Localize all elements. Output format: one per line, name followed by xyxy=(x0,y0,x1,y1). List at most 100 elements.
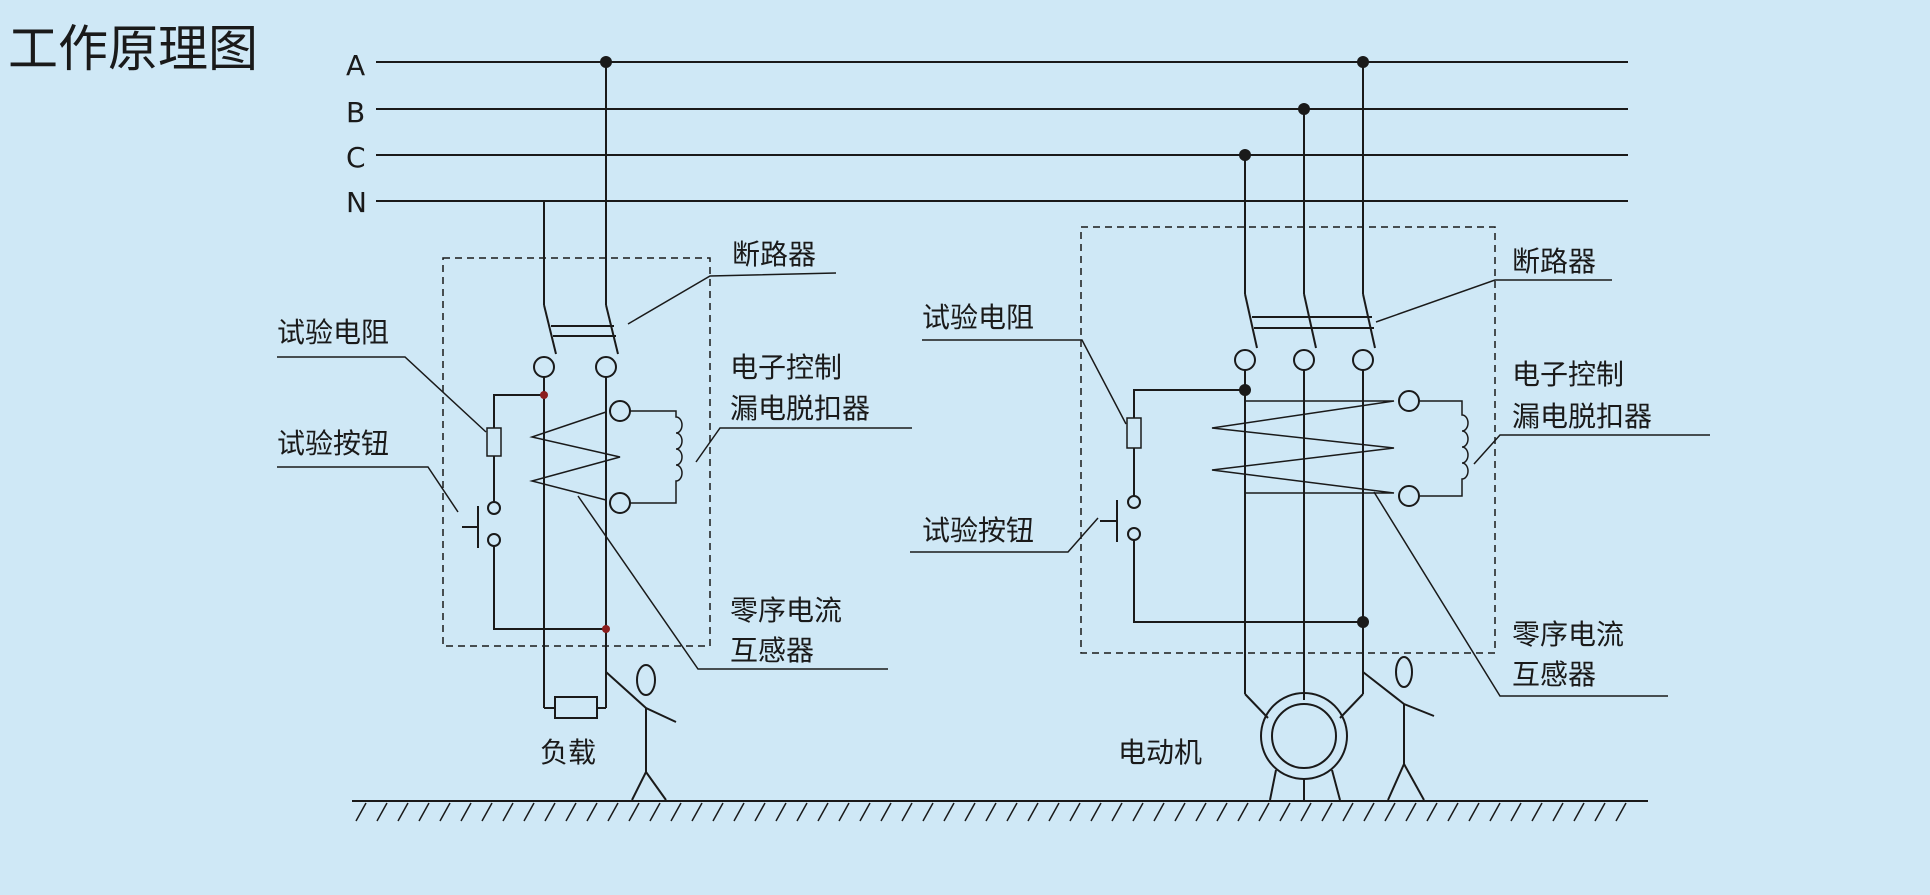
left-person-figure xyxy=(605,664,677,801)
ground-hatch-mark xyxy=(1510,802,1522,822)
ground-hatch-mark xyxy=(418,802,430,822)
bus-lines xyxy=(376,61,1628,202)
right-terminal-b xyxy=(1293,349,1315,371)
right-junction-b xyxy=(1298,103,1310,115)
right-motor-lead-c xyxy=(1244,693,1269,719)
left-circuit: 断路器 试验电阻 试验按钮 电子控制 漏电脱扣器 零序电流 互感器 负载 xyxy=(277,56,912,801)
ground-hatch-mark xyxy=(943,802,955,822)
ground-hatch-mark xyxy=(1552,802,1564,822)
left-test-wire-bottom xyxy=(493,546,606,630)
ground-hatch-mark xyxy=(712,802,724,822)
left-button-contact-bottom xyxy=(487,533,501,547)
ground-line xyxy=(352,800,1648,822)
left-ct-winding xyxy=(529,411,621,501)
left-label-ct-1: 零序电流 xyxy=(730,594,842,627)
left-label-trip-unit-2: 漏电脱扣器 xyxy=(730,392,870,425)
right-motor-foot-right xyxy=(1331,769,1341,801)
left-ct-terminal-bottom xyxy=(609,492,631,514)
left-label-load: 负载 xyxy=(540,736,596,769)
ground-hatch-mark xyxy=(1048,802,1060,822)
ground-hatch-mark xyxy=(523,802,535,822)
left-trip-coil xyxy=(630,410,683,504)
ground-hatch-mark xyxy=(376,802,388,822)
right-label-trip-unit-1: 电子控制 xyxy=(1512,358,1624,391)
left-label-breaker: 断路器 xyxy=(732,238,816,271)
right-circuit: 断路器 试验电阻 试验按钮 电子控制 漏电脱扣器 零序电流 互感器 电动机 xyxy=(910,56,1710,801)
left-leader-test-resistor xyxy=(277,356,487,433)
ground-hatch-mark xyxy=(880,802,892,822)
ground-hatch-mark xyxy=(1195,802,1207,822)
left-test-wire-top xyxy=(493,394,544,428)
right-label-ct-1: 零序电流 xyxy=(1512,618,1624,651)
ground-hatch-mark xyxy=(1069,802,1081,822)
right-leader-test-button xyxy=(910,517,1099,553)
right-enclosure xyxy=(1080,226,1496,654)
right-ct-terminal-bottom xyxy=(1398,485,1420,507)
right-junction-a xyxy=(1357,56,1369,68)
right-label-motor: 电动机 xyxy=(1118,736,1202,769)
right-leader-ct xyxy=(1373,491,1668,697)
right-terminal-a xyxy=(1352,349,1374,371)
left-leader-breaker xyxy=(627,272,837,325)
right-trip-coil xyxy=(1419,400,1469,497)
ground-hatch-mark xyxy=(628,802,640,822)
ground-hatch-mark xyxy=(1531,802,1543,822)
ground-hatch-mark xyxy=(1342,802,1354,822)
right-ct-terminal-top xyxy=(1398,390,1420,412)
left-ct-terminal-top xyxy=(609,400,631,422)
right-label-ct-2: 互感器 xyxy=(1512,658,1596,691)
ground-hatch-mark xyxy=(1132,802,1144,822)
ground-hatch-mark xyxy=(1615,802,1627,822)
ground-hatch-mark xyxy=(355,802,367,822)
ground-hatch-mark xyxy=(1174,802,1186,822)
right-breaker-contact-a xyxy=(1362,293,1376,349)
right-motor-lead-a xyxy=(1339,693,1364,719)
ground-hatch-mark xyxy=(691,802,703,822)
right-test-resistor xyxy=(1126,417,1142,449)
left-test-resistor xyxy=(486,427,502,457)
ground-hatch-mark xyxy=(838,802,850,822)
left-label-test-resistor: 试验电阻 xyxy=(277,316,389,349)
ground-hatch-mark xyxy=(1321,802,1333,822)
right-motor-outer xyxy=(1260,692,1348,780)
left-load-resistor xyxy=(554,696,598,719)
ground-hatch-mark xyxy=(796,802,808,822)
ground-hatch-mark xyxy=(1216,802,1228,822)
right-leader-breaker xyxy=(1375,279,1612,323)
ground-hatch-mark xyxy=(439,802,451,822)
ground-hatch-mark xyxy=(1111,802,1123,822)
ground-hatch-mark xyxy=(1027,802,1039,822)
ground-hatch-mark xyxy=(1090,802,1102,822)
ground-hatch-mark xyxy=(670,802,682,822)
ground-hatch-mark xyxy=(481,802,493,822)
right-label-test-button: 试验按钮 xyxy=(922,514,1034,547)
ground-hatch-mark xyxy=(565,802,577,822)
ground-hatch-mark xyxy=(1279,802,1291,822)
ground-hatch-mark xyxy=(775,802,787,822)
left-enclosure xyxy=(442,257,711,647)
right-person-figure xyxy=(1362,656,1435,801)
ground-hatch-mark xyxy=(1447,802,1459,822)
left-label-trip-unit-1: 电子控制 xyxy=(730,351,842,384)
left-breaker-contact-a xyxy=(605,304,619,355)
right-junction-test-top xyxy=(1239,384,1251,396)
ground-hatch-mark xyxy=(1426,802,1438,822)
right-leader-test-resistor xyxy=(922,339,1127,425)
ground-hatch-mark xyxy=(607,802,619,822)
ground-hatch-mark xyxy=(649,802,661,822)
ground-hatch-mark xyxy=(1237,802,1249,822)
ground-hatch-mark xyxy=(1405,802,1417,822)
ground-hatch-mark xyxy=(1363,802,1375,822)
left-breaker-contact-n xyxy=(543,304,557,355)
right-motor-inner xyxy=(1271,703,1337,769)
left-leader-ct xyxy=(577,495,888,670)
right-button-contact-top xyxy=(1127,495,1141,509)
right-test-wire-bottom xyxy=(1133,540,1363,623)
right-test-wire-top xyxy=(1133,389,1245,418)
left-label-test-button: 试验按钮 xyxy=(277,427,389,460)
right-button-contact-bottom xyxy=(1127,527,1141,541)
left-junction-a xyxy=(600,56,612,68)
diagram-title: 工作原理图 xyxy=(8,20,258,78)
